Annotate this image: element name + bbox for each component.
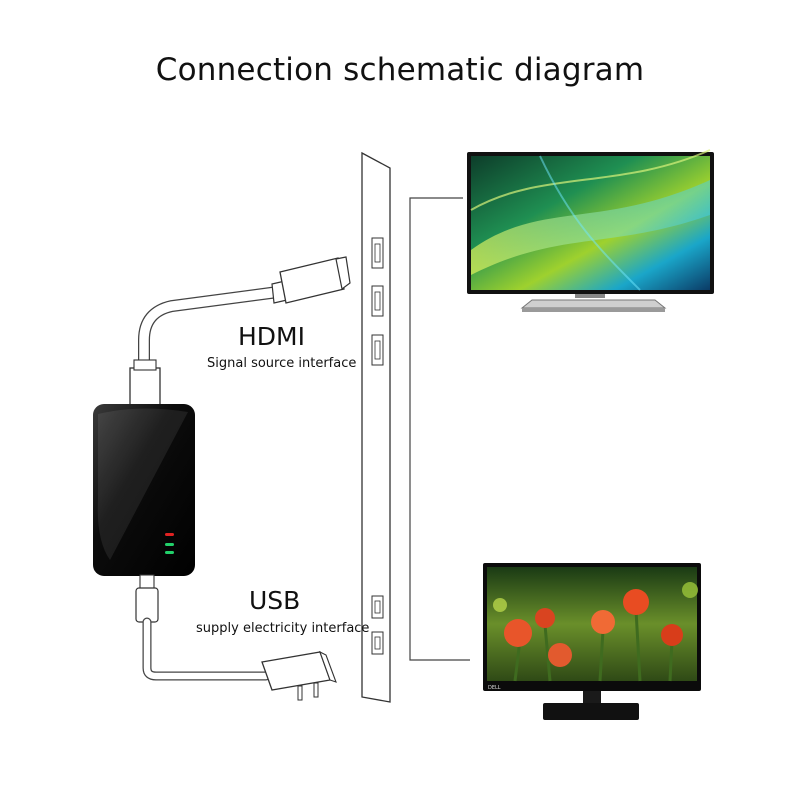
power-adapter-icon <box>261 650 337 701</box>
usb-description: supply electricity interface <box>196 621 370 636</box>
hdmi-device-connector <box>129 359 161 407</box>
converter-box <box>93 404 195 576</box>
usb-label: USB <box>249 586 301 615</box>
wall-hdmi-port-2 <box>371 285 384 317</box>
wall-hdmi-port-1 <box>371 237 384 269</box>
wall-hdmi-port-3 <box>371 334 384 366</box>
connection-line <box>409 197 470 661</box>
status-led-icon <box>165 543 174 546</box>
monitor-display: DELL <box>483 563 701 720</box>
signal-led-icon <box>165 551 174 554</box>
hdmi-description: Signal source interface <box>207 356 357 371</box>
power-led-icon <box>165 533 174 536</box>
wall-usb-port-2 <box>371 631 384 655</box>
hdmi-cable <box>138 286 284 376</box>
monitor-brand-label: DELL <box>488 685 501 691</box>
wall-panel <box>361 151 391 703</box>
usb-connector <box>135 574 159 623</box>
hdmi-plug <box>271 256 351 304</box>
diagram-title: Connection schematic diagram <box>155 52 645 88</box>
tv-display <box>467 149 714 312</box>
hdmi-label: HDMI <box>238 322 305 351</box>
usb-cable <box>142 617 271 681</box>
wall-usb-port-1 <box>371 595 384 619</box>
